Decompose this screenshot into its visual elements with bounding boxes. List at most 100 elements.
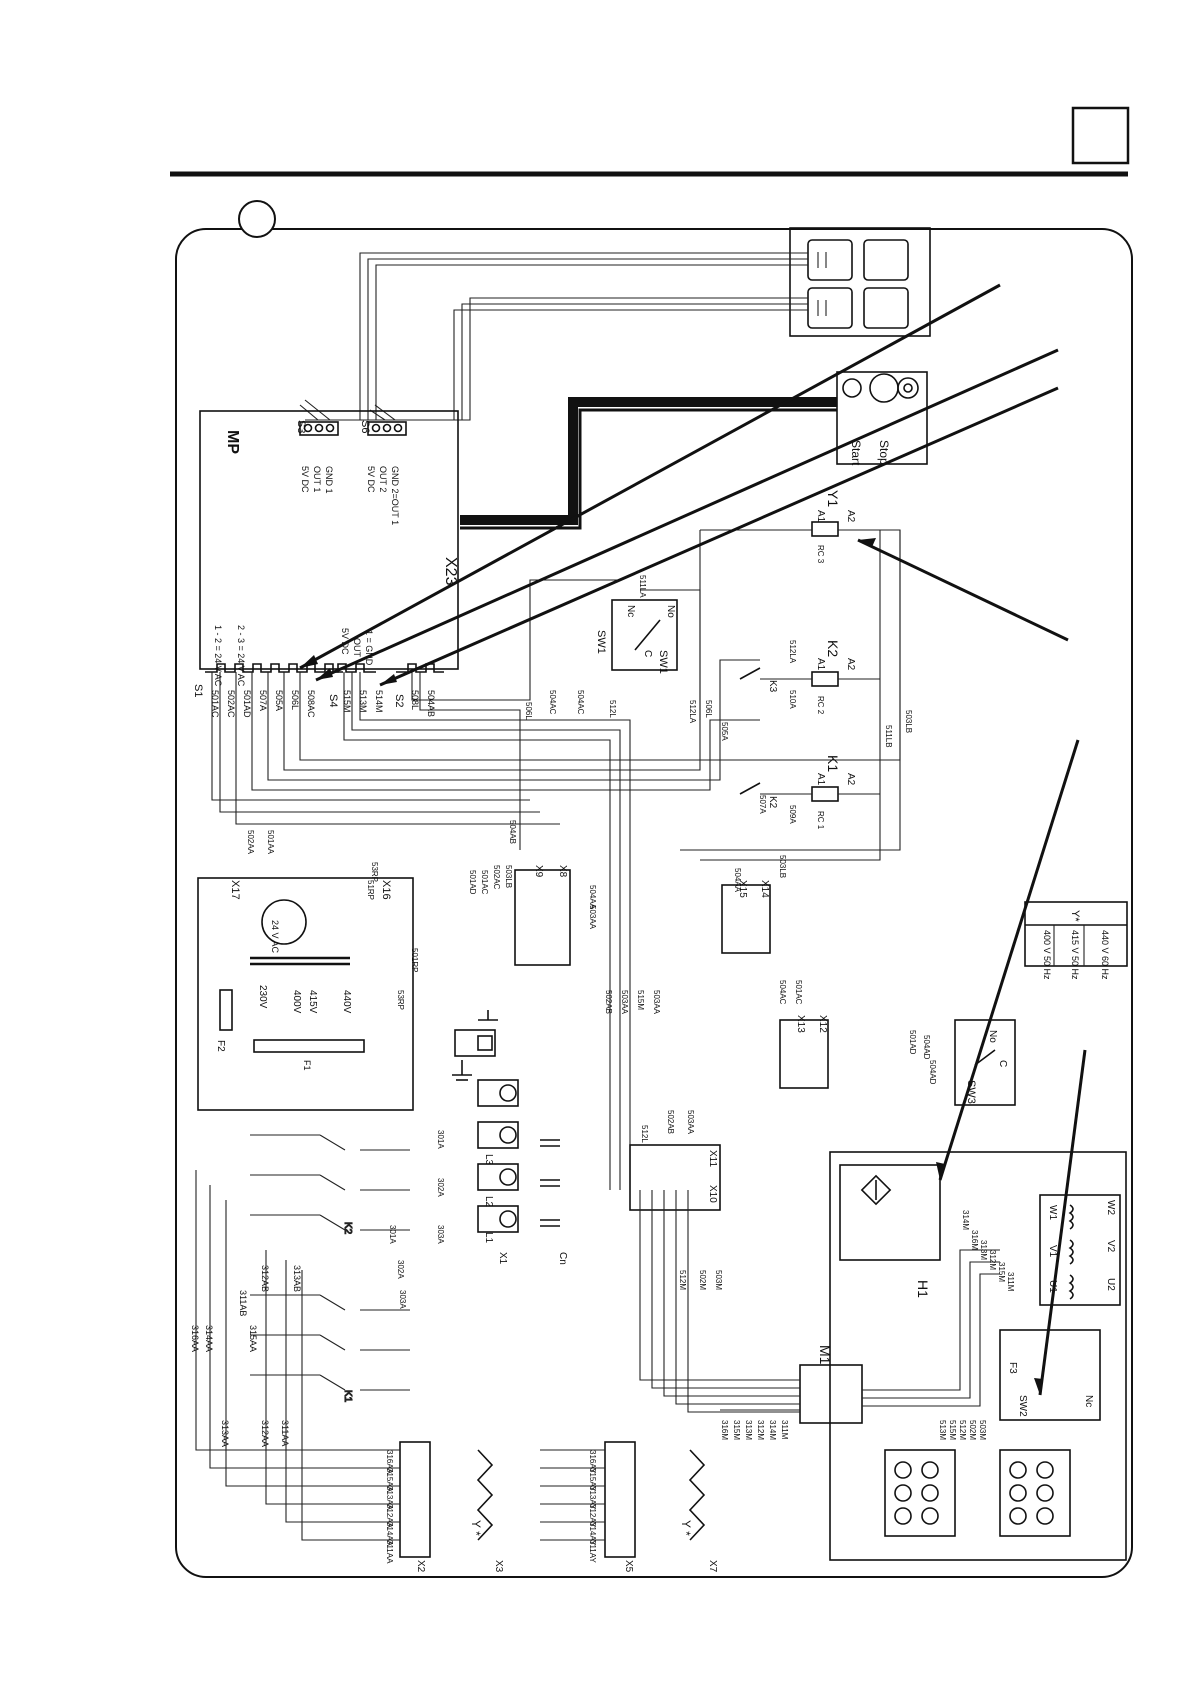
wire-label: 507A — [258, 690, 268, 711]
contactor-wire-labels: 313AB 312AB 311AB 315AA 316AA 314AA 313A… — [190, 1265, 302, 1447]
svg-text:512LA: 512LA — [788, 640, 797, 664]
svg-text:X13: X13 — [795, 1015, 806, 1033]
svg-text:Nc: Nc — [1083, 1395, 1094, 1407]
wire-label: 501AC — [210, 690, 220, 718]
s6-connector: S6 5V DC OUT 2 GND 2=OUT 1 — [359, 420, 407, 525]
svg-text:Nc: Nc — [625, 605, 636, 617]
lower-wires — [195, 1170, 605, 1541]
svg-text:X15: X15 — [737, 880, 748, 898]
svg-text:A2: A2 — [845, 658, 856, 671]
svg-text:415V: 415V — [307, 990, 318, 1014]
svg-text:S6: S6 — [359, 420, 371, 433]
svg-text:F2: F2 — [215, 1040, 226, 1052]
svg-text:24 V AC: 24 V AC — [270, 920, 280, 954]
x15-x14-connector: X15 X14 — [721, 880, 771, 954]
svg-text:311M: 311M — [780, 1420, 789, 1440]
svg-text:440 V 60 Hz: 440 V 60 Hz — [1100, 930, 1110, 980]
svg-text:A1: A1 — [815, 658, 826, 671]
svg-text:503AA: 503AA — [652, 990, 661, 1015]
wire-label: 508AC — [306, 690, 316, 718]
svg-text:311M: 311M — [1006, 1272, 1015, 1292]
keypad-wires — [299, 252, 808, 421]
svg-text:504AC: 504AC — [778, 980, 787, 1005]
svg-text:502AB: 502AB — [666, 1110, 675, 1134]
svg-text:314M: 314M — [768, 1420, 777, 1440]
svg-text:1 - 2 = 24 V AC: 1 - 2 = 24 V AC — [213, 625, 223, 687]
svg-text:313M: 313M — [744, 1420, 753, 1440]
svg-text:Y *: Y * — [679, 1520, 693, 1536]
wire-label: 502AC — [226, 690, 236, 718]
svg-text:U2: U2 — [1105, 1278, 1116, 1291]
svg-text:511LB: 511LB — [884, 725, 893, 748]
svg-text:440V: 440V — [341, 990, 352, 1014]
svg-text:2 - 3 = 24 V AC: 2 - 3 = 24 V AC — [236, 625, 246, 687]
svg-text:313AB: 313AB — [292, 1265, 302, 1292]
x23-label: X23 — [442, 557, 459, 586]
svg-text:Y*: Y* — [1069, 910, 1081, 922]
svg-text:53RP: 53RP — [396, 990, 405, 1010]
svg-text:53RP: 53RP — [370, 862, 379, 882]
svg-text:U1: U1 — [1047, 1280, 1058, 1293]
svg-text:OUT: OUT — [352, 638, 362, 658]
wire-label: 513M — [358, 690, 368, 713]
start-label: Start — [849, 440, 863, 466]
svg-text:303A: 303A — [436, 1225, 445, 1244]
x9-x8-connector: X9 X8 — [514, 865, 571, 966]
svg-text:5V DC: 5V DC — [340, 628, 350, 655]
wire-label: 505A — [274, 690, 284, 711]
svg-text:512LA: 512LA — [688, 700, 697, 724]
diagram-frame — [175, 228, 1133, 1578]
svg-text:312M: 312M — [756, 1420, 765, 1440]
svg-text:511LA: 511LA — [638, 575, 647, 598]
svg-text:313M: 313M — [979, 1240, 988, 1260]
ribbon-cable — [460, 397, 837, 530]
svg-text:400 V 50 Hz: 400 V 50 Hz — [1042, 930, 1052, 980]
mp-label: MP — [224, 430, 241, 454]
svg-text:503AA: 503AA — [686, 1110, 695, 1135]
svg-text:X14: X14 — [759, 880, 770, 898]
svg-text:507A: 507A — [758, 795, 767, 814]
svg-text:X5: X5 — [623, 1560, 634, 1573]
svg-text:302A: 302A — [396, 1260, 405, 1279]
svg-text:S1: S1 — [192, 684, 204, 697]
wire-label: 506L — [290, 690, 300, 710]
svg-text:504AA: 504AA — [588, 885, 597, 910]
transformer-block: F2 F1 24 V AC 230V 400V 415V 440V X17 X1… — [197, 877, 414, 1111]
svg-text:506L: 506L — [704, 700, 713, 718]
svg-text:504AA: 504AA — [733, 868, 742, 893]
svg-text:315AA: 315AA — [385, 1468, 394, 1493]
mid-wire-labels: 506L 504AC 504AC 512L 502AB 503AA 515M 5… — [246, 575, 937, 1309]
svg-text:No: No — [665, 605, 676, 618]
svg-text:SW1: SW1 — [595, 630, 607, 654]
motor-section — [829, 1151, 1127, 1561]
svg-text:K2: K2 — [825, 640, 841, 657]
svg-text:301A: 301A — [436, 1130, 445, 1149]
motor-windings: W2 V2 U2 W1 V1 U1 — [1039, 1194, 1121, 1306]
svg-text:51RP: 51RP — [366, 880, 375, 900]
x2-terminal: X2 316AA 315AA 313AA 312AA 314AA 311AA — [385, 1441, 431, 1573]
svg-text:A2: A2 — [845, 510, 856, 523]
x13-x12-connector: X13 X12 — [779, 1015, 829, 1089]
svg-text:A1: A1 — [815, 773, 826, 786]
x1-terminal-block: X1 L1 L2 L3 Cn — [454, 1029, 568, 1265]
voltage-table: Y* 400 V 50 Hz 415 V 50 Hz 440 V 60 Hz — [1024, 901, 1128, 980]
svg-text:X7: X7 — [707, 1560, 718, 1573]
svg-text:5V DC: 5V DC — [366, 466, 376, 493]
svg-text:K1: K1 — [342, 1390, 353, 1403]
svg-text:515M: 515M — [948, 1420, 957, 1440]
x5-terminal: X5 316AY 315AY 313AY 312AY 314AY 311AY — [588, 1441, 636, 1573]
svg-text:503M: 503M — [978, 1420, 987, 1440]
svg-text:312AA: 312AA — [385, 1504, 394, 1529]
svg-text:F3: F3 — [1007, 1362, 1018, 1374]
svg-text:K2: K2 — [342, 1222, 353, 1235]
wire-label: 504AB — [426, 690, 436, 717]
svg-text:X1: X1 — [497, 1252, 508, 1265]
svg-text:512L: 512L — [608, 700, 617, 718]
s4-terminal-strip: S4 5V DC OUT 1 = GND — [326, 628, 376, 707]
svg-text:312M: 312M — [988, 1250, 997, 1270]
svg-text:501AC: 501AC — [480, 870, 489, 895]
svg-text:311AA: 311AA — [385, 1540, 394, 1564]
svg-text:5V DC: 5V DC — [300, 466, 310, 493]
svg-text:312AA: 312AA — [260, 1420, 270, 1447]
